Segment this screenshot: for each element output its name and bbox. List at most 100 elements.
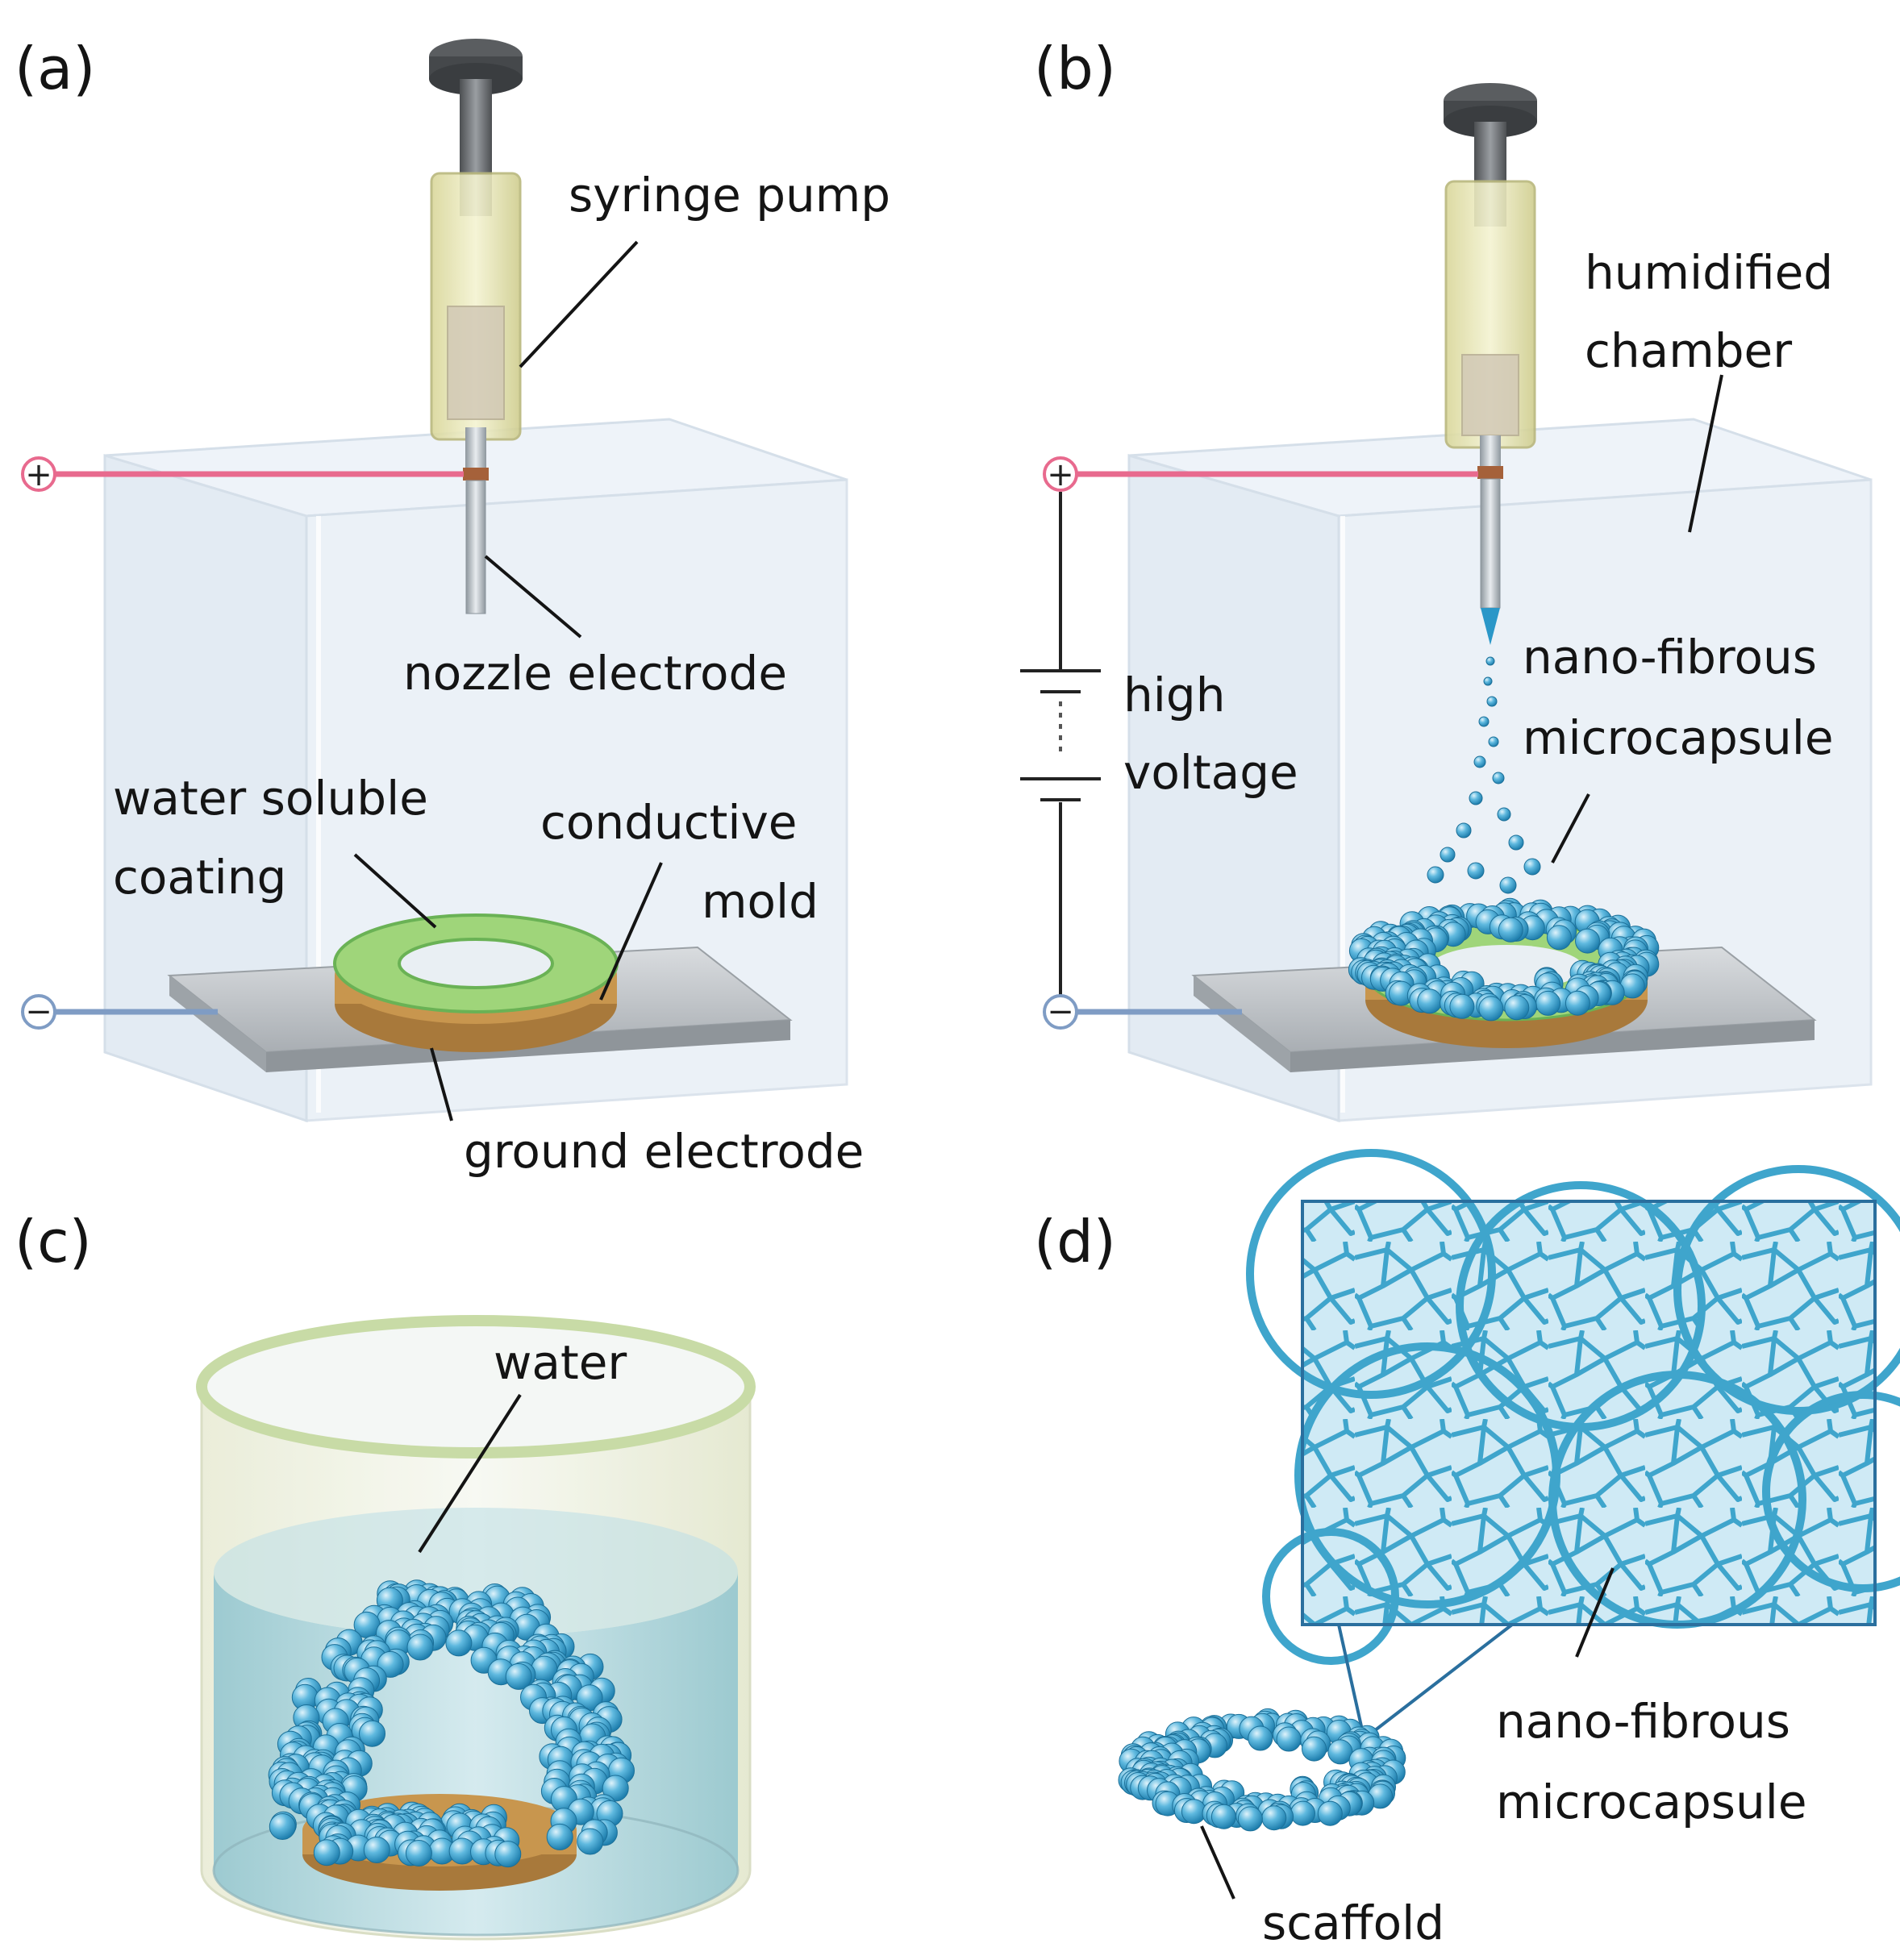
panel-d: (d) nano-fibrous microcapsule scaffold (1034, 1149, 1900, 1950)
bead (1497, 807, 1511, 822)
mesh-sphere (1262, 1528, 1399, 1665)
negative-terminal-a: − (25, 993, 52, 1030)
zoom-line-right (1369, 1623, 1514, 1735)
bead (445, 1629, 473, 1657)
label-conductive-2: mold (702, 874, 819, 929)
bead (1427, 866, 1444, 884)
positive-terminal-b: + (1047, 456, 1074, 493)
bead (359, 1720, 385, 1747)
scaffold-ring-d (1118, 1708, 1406, 1832)
bead (1467, 862, 1485, 880)
bead (1492, 772, 1505, 784)
label-conductive-1: conductive (540, 795, 797, 850)
bead (1488, 736, 1499, 747)
leader-scaffold (1200, 1825, 1235, 1900)
bead (1417, 988, 1443, 1014)
bead (1469, 791, 1483, 805)
bead (406, 1633, 434, 1661)
leader-conductive-mold (599, 862, 663, 1001)
negative-wire-a: − (21, 993, 218, 1030)
label-water-soluble-2: coating (113, 850, 286, 905)
positive-terminal-a: + (25, 456, 52, 493)
label-microcapsule-d-2: microcapsule (1496, 1775, 1807, 1829)
bead (269, 1813, 296, 1840)
bead (1290, 1800, 1315, 1826)
zoom-line-left (1337, 1624, 1365, 1734)
label-water-soluble-1: water soluble (113, 771, 428, 826)
bead (1483, 676, 1493, 686)
bead (577, 1828, 604, 1855)
bead (1523, 858, 1541, 876)
leader-humidified-chamber (1688, 374, 1723, 533)
bead (1440, 847, 1456, 863)
bead (1473, 755, 1486, 768)
leader-microcapsule-b (1551, 793, 1590, 863)
label-nozzle-electrode: nozzle electrode (403, 646, 787, 701)
syringe-b (1444, 83, 1537, 645)
bead (505, 1662, 532, 1690)
zoom-box (1246, 1149, 1900, 1665)
leader-microcapsule-d (1575, 1567, 1615, 1658)
leader-water (418, 1393, 522, 1554)
bead (602, 1775, 629, 1802)
bead (1456, 822, 1472, 839)
bead (1499, 876, 1517, 894)
bead (1302, 1736, 1327, 1762)
label-water: water (494, 1335, 627, 1390)
scaffold-lifting-off (268, 1579, 635, 1868)
bead (1565, 990, 1590, 1016)
bead (1261, 1805, 1287, 1831)
bead (1546, 925, 1572, 951)
bead (1317, 1800, 1343, 1826)
panel-b: (b) (1020, 35, 1873, 1123)
bead (1478, 716, 1490, 727)
bead (1498, 917, 1523, 943)
negative-terminal-b: − (1047, 993, 1074, 1030)
label-ground-electrode: ground electrode (464, 1124, 864, 1179)
bead (1237, 1806, 1263, 1832)
label-microcapsule-b-2: microcapsule (1523, 710, 1834, 765)
panel-a: (a) (15, 35, 890, 1179)
label-humidified-2: chamber (1585, 323, 1792, 378)
panel-c-label: (c) (15, 1208, 92, 1275)
bead (1327, 1739, 1353, 1765)
bead (1210, 1804, 1236, 1829)
bead (1486, 696, 1498, 707)
bead (1504, 995, 1530, 1021)
panel-c: (c) water (15, 1208, 756, 1941)
panel-d-label: (d) (1034, 1208, 1116, 1275)
bead (1575, 928, 1600, 954)
power-circuit-b: + − (1020, 456, 1478, 1030)
label-microcapsule-d-1: nano-fibrous (1496, 1694, 1790, 1749)
bead (405, 1840, 432, 1866)
bead (1478, 996, 1504, 1022)
bead (363, 1837, 390, 1863)
spray-droplets (1427, 656, 1541, 894)
mesh-sphere (1673, 1165, 1900, 1415)
label-humidified-1: humidified (1585, 245, 1833, 300)
mesh-sphere (1246, 1149, 1496, 1399)
label-microcapsule-b-1: nano-fibrous (1523, 630, 1817, 685)
bead (546, 1823, 573, 1850)
label-syringe-pump: syringe pump (569, 168, 890, 223)
bead (1485, 656, 1495, 666)
bead (1535, 990, 1561, 1016)
bead (494, 1841, 522, 1868)
bead (1508, 834, 1524, 851)
positive-wire-a: + (21, 456, 464, 493)
label-high-voltage-2: voltage (1123, 745, 1298, 800)
mesh-sphere (1456, 1181, 1706, 1431)
bead (313, 1839, 340, 1866)
panel-b-label: (b) (1034, 35, 1116, 102)
bead (1276, 1726, 1302, 1752)
bead (1449, 993, 1475, 1019)
leader-syringe-pump (519, 240, 639, 368)
microcapsule-ring-b (1348, 897, 1660, 1022)
water-soluble-coating-ring (333, 913, 619, 1013)
leader-nozzle-electrode (484, 555, 582, 639)
mesh-sphere (1762, 1391, 1900, 1592)
panel-a-label: (a) (15, 35, 95, 102)
bead (1248, 1725, 1273, 1751)
leader-water-soluble-coating (353, 853, 437, 929)
